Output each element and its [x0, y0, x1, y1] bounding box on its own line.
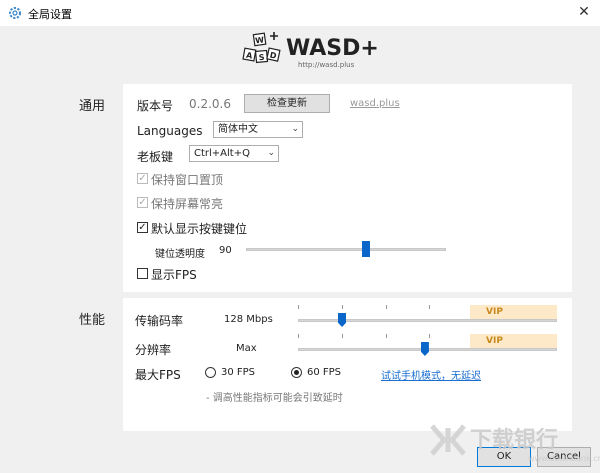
check-update-button[interactable]: 检查更新	[244, 94, 330, 113]
language-select-value: 简体中文	[218, 124, 258, 135]
keep-on-top-label: 保持窗口置顶	[151, 173, 224, 187]
svg-text:A: A	[245, 51, 253, 61]
ok-button[interactable]: OK	[477, 447, 531, 467]
bitrate-vip-badge: VIP	[470, 305, 557, 319]
watermark: 下载银行 www.downbank.cn	[430, 420, 600, 473]
performance-section-label: 性能	[79, 313, 106, 328]
resolution-tick	[342, 334, 343, 338]
svg-text:W: W	[255, 35, 265, 45]
languages-label: Languages	[137, 124, 203, 138]
cancel-button[interactable]: Cancel	[537, 447, 591, 467]
show-fps-label: 显示FPS	[151, 268, 197, 282]
svg-text:D: D	[269, 50, 278, 60]
close-button[interactable]: ✕	[578, 4, 590, 20]
performance-panel: 传输码率 128 Mbps VIP 分辨率 Max VIP 最大FPS 30 F…	[123, 298, 572, 431]
bitrate-tick	[386, 305, 387, 309]
version-label: 版本号	[137, 99, 174, 113]
bitrate-slider-track[interactable]	[298, 319, 557, 322]
wasd-tiles-logo-icon: W A S D	[242, 32, 281, 64]
version-value: 0.2.0.6	[189, 97, 231, 111]
fps-30-label: 30 FPS	[221, 367, 256, 378]
resolution-slider-thumb[interactable]	[420, 342, 429, 356]
resolution-tick	[386, 334, 387, 338]
watermark-logo-icon	[430, 424, 466, 456]
opacity-value: 90	[219, 245, 232, 256]
bitrate-tick	[429, 305, 430, 309]
boss-key-value: Ctrl+Alt+Q	[194, 148, 250, 159]
show-keys-label: 默认显示按键键位	[151, 222, 248, 236]
fps-60-radio[interactable]	[291, 367, 302, 378]
watermark-url: www.downbank.cn	[528, 454, 600, 463]
resolution-vip-badge: VIP	[470, 334, 557, 348]
opacity-slider-thumb[interactable]	[362, 241, 370, 257]
bitrate-tick	[342, 305, 343, 309]
general-panel: 版本号 0.2.0.6 检查更新 wasd.plus Languages 简体中…	[123, 84, 572, 292]
website-link[interactable]: wasd.plus	[350, 98, 400, 109]
resolution-value: Max	[236, 343, 257, 354]
resolution-tick	[298, 334, 299, 338]
settings-gear-icon	[9, 7, 21, 19]
svg-text:S: S	[258, 53, 265, 62]
logo-text: WASD+	[286, 36, 379, 61]
bitrate-slider-thumb[interactable]	[338, 313, 347, 327]
keep-screen-on-checkbox[interactable]: ✓	[137, 197, 148, 208]
keep-screen-on-label: 保持屏幕常亮	[151, 197, 224, 211]
bitrate-tick	[298, 305, 299, 309]
general-section-label: 通用	[79, 99, 106, 114]
fps-30-radio[interactable]	[205, 367, 216, 378]
max-fps-label: 最大FPS	[135, 368, 181, 382]
show-fps-checkbox[interactable]	[137, 268, 148, 279]
show-keys-checkbox[interactable]: ✓	[137, 222, 148, 233]
window-title: 全局设置	[28, 8, 72, 21]
logo-url: http://wasd.plus	[298, 61, 355, 69]
bitrate-label: 传输码率	[135, 314, 184, 328]
opacity-label: 键位透明度	[155, 249, 205, 260]
opacity-slider-track[interactable]	[246, 248, 446, 251]
fps-60-label: 60 FPS	[307, 367, 342, 378]
boss-key-select[interactable]: Ctrl+Alt+Q ⌄	[189, 145, 279, 162]
resolution-tick	[429, 334, 430, 338]
boss-key-label: 老板键	[137, 150, 174, 164]
try-mobile-mode-link[interactable]: 试试手机模式，无延迟	[381, 371, 481, 382]
watermark-text: 下载银行	[470, 428, 559, 453]
language-select[interactable]: 简体中文 ⌄	[213, 121, 303, 138]
bitrate-value: 128 Mbps	[224, 314, 273, 325]
chevron-down-icon: ⌄	[291, 124, 299, 134]
resolution-label: 分辨率	[135, 343, 172, 357]
chevron-down-icon: ⌄	[267, 148, 275, 158]
app-logo: W A S D WASD+ http://wasd.plus	[240, 32, 379, 74]
keep-on-top-checkbox[interactable]: ✓	[137, 173, 148, 184]
performance-hint: - 调高性能指标可能会引致延时	[206, 393, 343, 404]
title-bar: 全局设置 ✕	[0, 0, 600, 26]
